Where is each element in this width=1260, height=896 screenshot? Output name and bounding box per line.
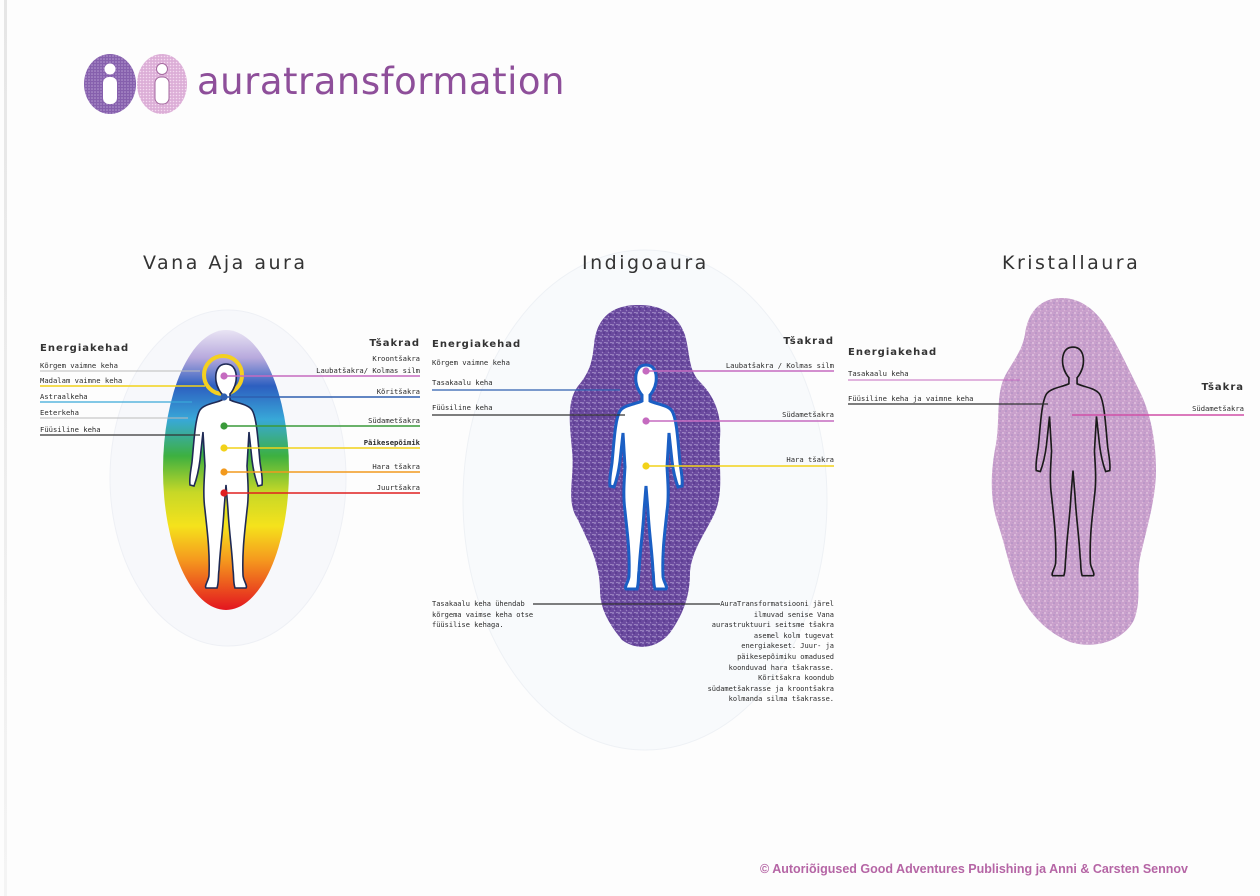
note-line: Kõritšakra koondub (682, 673, 834, 684)
old-aura-left-label: Eeterkeha (40, 408, 79, 417)
old-aura-right-label: Südametšakra (300, 416, 420, 425)
crystal-right-label: Südametšakra (1124, 404, 1244, 413)
note-line: Tasakaalu keha ühendab (432, 599, 533, 610)
note-line: kõrgema vaimse keha otse (432, 610, 533, 621)
old-aura-chakras-header: Tšakrad (340, 338, 420, 349)
indigo-right-label: Laubatšakra / Kolmas silm (694, 361, 834, 370)
indigo-left-label: Kõrgem vaimne keha (432, 358, 510, 367)
note-line: koonduvad hara tšakrasse. (682, 663, 834, 674)
indigo-note-left: Tasakaalu keha ühendab kõrgema vaimse ke… (432, 599, 533, 631)
note-line: aurastruktuuri seitsme tšakra (682, 620, 834, 631)
old-aura-energy-bodies-header: Energiakehad (40, 343, 129, 354)
old-aura-right-label: Kroontšakra (300, 354, 420, 363)
note-line: südametšakrasse ja kroontšakra (682, 684, 834, 695)
note-line: päikesepõimiku omadused (682, 652, 834, 663)
indigo-chakras-header: Tšakrad (754, 336, 834, 347)
indigo-note-right: AuraTransformatsiooni järel ilmuvad seni… (682, 599, 834, 705)
old-aura-right-label: Hara tšakra (300, 462, 420, 471)
indigo-right-label: Hara tšakra (694, 455, 834, 464)
indigo-right-label: Südametšakra (694, 410, 834, 419)
indigo-energy-bodies-header: Energiakehad (432, 339, 521, 350)
note-line: ilmuvad senise Vana (682, 610, 834, 621)
note-line: kolmanda silma tšakrasse. (682, 694, 834, 705)
old-aura-left-label: Kõrgem vaimne keha (40, 361, 118, 370)
crystal-energy-bodies-header: Energiakehad (848, 347, 937, 358)
old-aura-left-label: Astraalkeha (40, 392, 88, 401)
copyright: © Autoriõigused Good Adventures Publishi… (760, 862, 1188, 876)
note-line: asemel kolm tugevat (682, 631, 834, 642)
indigo-left-label: Tasakaalu keha (432, 378, 493, 387)
title-old-aura: Vana Aja aura (143, 252, 308, 274)
old-aura-right-label: Kõritšakra (300, 387, 420, 396)
old-aura-left-label: Madalam vaimne keha (40, 376, 122, 385)
crystal-chakra-header: Tšakra (1164, 382, 1244, 393)
title-indigo-aura: Indigoaura (582, 252, 709, 274)
title-crystal-aura: Kristallaura (1002, 252, 1140, 274)
note-line: AuraTransformatsiooni järel (682, 599, 834, 610)
old-aura-right-label: Päikesepõimik (300, 438, 420, 447)
old-aura-left-label: Füüsiline keha (40, 425, 101, 434)
note-line: energiakeset. Juur- ja (682, 641, 834, 652)
crystal-left-label: Füüsiline keha ja vaimne keha (848, 394, 974, 403)
old-aura-right-label: Juurtšakra (300, 483, 420, 492)
old-aura-right-label: Laubatšakra/ Kolmas silm (300, 366, 420, 375)
crystal-left-label: Tasakaalu keha (848, 369, 909, 378)
indigo-left-label: Füüsiline keha (432, 403, 493, 412)
note-line: füüsilise kehaga. (432, 620, 533, 631)
